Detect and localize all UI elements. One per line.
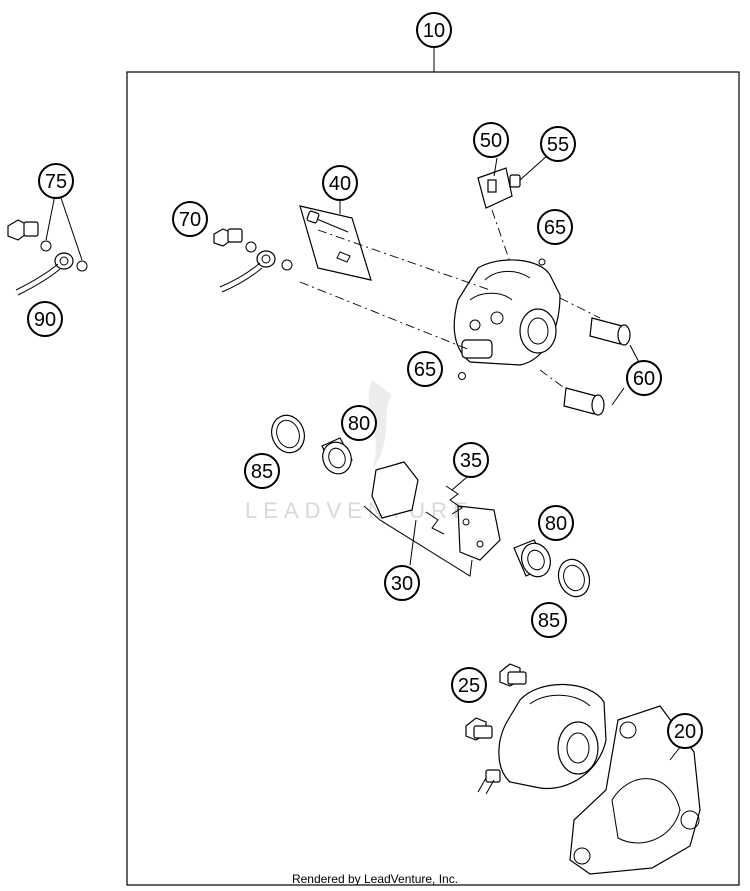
svg-text:80: 80 xyxy=(348,413,370,435)
callout-65-upper: 65 xyxy=(537,209,573,245)
guide-line-2 xyxy=(299,281,471,351)
pad-spring xyxy=(425,485,463,535)
leader-35 xyxy=(451,476,468,491)
svg-text:20: 20 xyxy=(674,721,696,743)
leader-75a xyxy=(45,194,56,241)
brake-pads xyxy=(363,461,501,577)
watermark: LEADVENTURE xyxy=(245,380,474,523)
washer-65-lower xyxy=(458,372,466,380)
callout-55: 55 xyxy=(540,126,576,162)
svg-text:65: 65 xyxy=(414,359,436,381)
leader-75b xyxy=(59,194,83,261)
washer-65-upper xyxy=(538,258,546,266)
callout-30: 30 xyxy=(384,565,420,601)
callout-85-lower: 85 xyxy=(531,602,567,638)
svg-text:40: 40 xyxy=(329,173,351,195)
callout-75: 75 xyxy=(38,163,74,199)
svg-text:25: 25 xyxy=(458,675,480,697)
callout-50: 50 xyxy=(473,122,509,158)
guide-line-4 xyxy=(559,297,601,319)
brake-line-kit-outside xyxy=(7,219,88,296)
svg-text:10: 10 xyxy=(423,20,445,42)
bleeder-kit xyxy=(477,167,521,209)
svg-text:80: 80 xyxy=(545,513,567,535)
leader-55 xyxy=(519,154,549,181)
svg-text:90: 90 xyxy=(34,309,56,331)
callout-35: 35 xyxy=(453,442,489,478)
svg-text:85: 85 xyxy=(538,610,560,632)
svg-text:70: 70 xyxy=(179,209,201,231)
watermark-flame-icon xyxy=(368,380,392,470)
brake-caliper-main xyxy=(453,259,561,366)
leader-50 xyxy=(493,157,498,177)
footer-credit: Rendered by LeadVenture, Inc. xyxy=(292,872,458,886)
svg-text:75: 75 xyxy=(45,171,67,193)
callout-85-upper: 85 xyxy=(244,453,280,489)
caliper-pins xyxy=(563,317,631,416)
svg-text:85: 85 xyxy=(251,461,273,483)
callout-70: 70 xyxy=(172,201,208,237)
assembly-frame xyxy=(126,71,740,886)
callout-90: 90 xyxy=(27,301,63,337)
brake-caliper-assembly xyxy=(465,663,607,795)
pin-kit-bag xyxy=(299,205,372,281)
callout-65-lower: 65 xyxy=(407,351,443,387)
svg-text:50: 50 xyxy=(480,130,502,152)
seal-piston-lower xyxy=(513,539,591,598)
callout-80-upper: 80 xyxy=(341,405,377,441)
seal-piston-upper xyxy=(271,414,353,475)
leader-60b xyxy=(611,387,625,406)
leader-30 xyxy=(409,519,417,566)
watermark-text: LEADVENTURE xyxy=(245,498,474,523)
guide-line-3 xyxy=(491,209,511,263)
callout-40: 40 xyxy=(322,165,358,201)
brake-line-assembly xyxy=(213,228,293,293)
svg-text:65: 65 xyxy=(544,217,566,239)
callout-80-lower: 80 xyxy=(538,505,574,541)
callout-25: 25 xyxy=(451,667,487,703)
callout-10: 10 xyxy=(416,12,452,48)
svg-text:55: 55 xyxy=(547,134,569,156)
callout-60: 60 xyxy=(626,360,662,396)
svg-text:30: 30 xyxy=(391,573,413,595)
svg-text:35: 35 xyxy=(460,450,482,472)
callout-20: 20 xyxy=(667,713,703,749)
guide-line-5 xyxy=(539,369,571,393)
svg-text:60: 60 xyxy=(633,368,655,390)
